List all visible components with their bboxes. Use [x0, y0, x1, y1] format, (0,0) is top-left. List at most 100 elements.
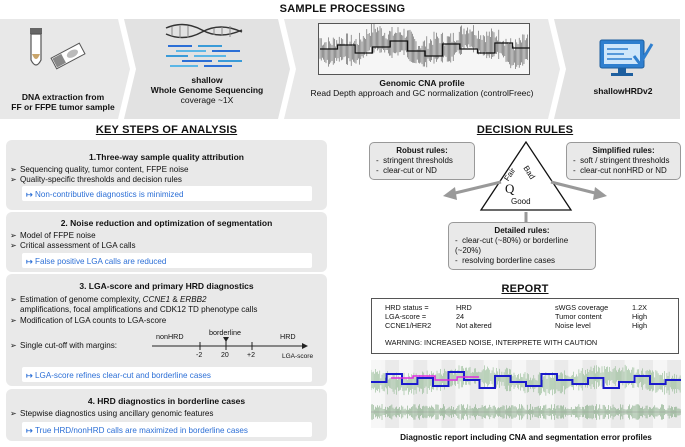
report-v1-1: 24	[456, 312, 465, 321]
stage1-line1: DNA extraction from	[21, 92, 105, 102]
step4-heading: 4. HRD diagnostics in borderline cases	[87, 396, 246, 406]
step4-result-text: True HRD/nonHRD calls are maximized in b…	[35, 426, 248, 435]
report-profile-plot	[371, 360, 681, 428]
simplified-item-1: - soft / stringent thresholds	[573, 156, 670, 165]
report-k1-2: CCNE1/HER2	[385, 321, 432, 330]
simplified-item-2: - clear-cut nonHRD or ND	[573, 166, 667, 175]
result-arrow-icon: ↦	[26, 426, 36, 435]
step3-heading: 3. LGA-score and primary HRD diagnostics	[79, 281, 254, 291]
monitor-checkmark-icon	[599, 39, 654, 76]
step1-result-strip	[22, 186, 312, 201]
step3-item-2-text: Modification of LGA counts to LGA-score	[20, 316, 167, 325]
robust-rules-title: Robust rules:	[396, 146, 448, 155]
result-arrow-icon: ↦	[26, 190, 36, 199]
step1-item-2: ➢Quality-specific thresholds and decisio…	[10, 175, 182, 185]
detailed-rules-box: Detailed rules: - clear-cut (~80%) or bo…	[448, 222, 596, 270]
stage4-label: shallowHRDv2	[593, 86, 653, 96]
step2-item-1: ➢Model of FFPE noise	[10, 231, 96, 241]
triangle-q: Q	[505, 181, 515, 196]
dna-sequencing-icon	[165, 23, 243, 67]
lga-scale: nonHRD borderline HRD -2 20 +2 LGA-score	[150, 327, 320, 365]
step1-result-text: Non-contributive diagnostics is minimize…	[35, 190, 184, 199]
step3-item-1: ➢Estimation of genome complexity, CCNE1 …	[10, 295, 207, 305]
stage3-label: Genomic CNA profile Read Depth approach …	[292, 78, 552, 98]
step2-item-2: ➢Critical assessment of LGA calls	[10, 241, 136, 251]
simplified-rules-title: Simplified rules:	[592, 146, 655, 155]
step3-item-1-text-a: Estimation of genome complexity,	[20, 295, 143, 304]
triangle-good: Good	[511, 197, 531, 206]
stage2-label: shallow Whole Genome Sequencing coverage…	[132, 75, 282, 105]
robust-item-2-text: clear-cut or ND	[383, 166, 437, 175]
step4-result-strip	[22, 422, 312, 437]
robust-rules-box: Robust rules: - stringent thresholds - c…	[369, 142, 475, 180]
step3-item-1-text-c: &	[170, 295, 181, 304]
lga-mid-label: borderline	[209, 328, 241, 337]
stage3-line1: Genomic CNA profile	[379, 78, 465, 88]
lga-tick-2: 20	[221, 352, 229, 359]
step2-heading: 2. Noise reduction and optimization of s…	[60, 218, 273, 228]
step1-result: ↦ Non-contributive diagnostics is minimi…	[26, 189, 183, 199]
step1-item-2-text: Quality-specific thresholds and decision…	[20, 175, 182, 184]
report-v1-0: HRD	[456, 303, 472, 312]
step1-heading: 1.Three-way sample quality attribution	[89, 152, 244, 162]
step3-item-1-gene-erbb2: ERBB2	[180, 295, 207, 304]
step1-item-1: ➢Sequencing quality, tumor content, FFPE…	[10, 165, 189, 175]
robust-item-1-text: stringent thresholds	[383, 156, 453, 165]
report-k2-1: Tumor content	[555, 312, 602, 321]
stage1-line2: FF or FFPE tumor sample	[11, 102, 115, 112]
report-k2-0: sWGS coverage	[555, 303, 609, 312]
lga-axis-label: LGA-score	[282, 353, 314, 360]
detailed-item-1: - clear-cut (~80%) or borderline (~20%)	[455, 236, 569, 255]
arrowhead-icon: ➢	[10, 316, 17, 325]
step2-result-strip	[22, 253, 312, 268]
stage1-label: DNA extraction from FF or FFPE tumor sam…	[4, 92, 122, 112]
arrowhead-icon: ➢	[10, 409, 17, 418]
report-v2-2: High	[632, 321, 648, 330]
result-arrow-icon: ↦	[26, 257, 36, 266]
stage2-line3: coverage ~1X	[180, 95, 234, 105]
lga-tick-1: -2	[196, 352, 203, 359]
report-box	[371, 298, 679, 354]
simplified-rules-box: Simplified rules: - soft / stringent thr…	[566, 142, 681, 180]
step1-item-1-text: Sequencing quality, tumor content, FFPE …	[20, 165, 189, 174]
step3-result: ↦ LGA-score refines clear-cut and border…	[26, 370, 211, 380]
arrowhead-icon: ➢	[10, 231, 17, 240]
report-title: REPORT	[501, 283, 549, 295]
step2-result: ↦ False positive LGA calls are reduced	[26, 256, 166, 266]
report-v2-1: High	[632, 312, 648, 321]
robust-item-2: - clear-cut or ND	[376, 166, 437, 175]
step3-item-2: ➢Modification of LGA counts to LGA-score	[10, 316, 166, 326]
step4-item-1-text: Stepwise diagnostics using ancillary gen…	[20, 409, 214, 418]
lga-scale-axis	[152, 337, 308, 350]
stage2-line2: Whole Genome Sequencing	[150, 85, 264, 95]
sample-processing-title: SAMPLE PROCESSING	[279, 3, 406, 15]
step2-item-1-text: Model of FFPE noise	[20, 231, 96, 240]
step2-item-2-text: Critical assessment of LGA calls	[20, 241, 136, 250]
step3-item-3: ➢Single cut-off with margins:	[10, 341, 117, 351]
arrowhead-icon: ➢	[10, 341, 17, 350]
tube-slide-icon	[30, 28, 86, 70]
step3-item-1-cont: amplifications, focal amplifications and…	[20, 305, 258, 314]
step4-result: ↦ True HRD/nonHRD calls are maximized in…	[26, 425, 248, 435]
detailed-item-2: - resolving borderline cases	[455, 256, 556, 265]
detailed-rules-title: Detailed rules:	[494, 226, 550, 235]
arrowhead-icon: ➢	[10, 165, 17, 174]
detailed-item-1-text: clear-cut (~80%) or borderline (~20%)	[455, 236, 569, 255]
result-arrow-icon: ↦	[26, 371, 36, 380]
decision-rules-title: DECISION RULES	[476, 124, 574, 136]
step4-item-1: ➢Stepwise diagnostics using ancillary ge…	[10, 409, 213, 419]
stage2-line1: shallow	[191, 75, 223, 85]
stage3-line2: Read Depth approach and GC normalization…	[310, 88, 534, 98]
lga-left-label: nonHRD	[156, 332, 184, 341]
step3-result-strip	[22, 367, 312, 382]
step3-result-text: LGA-score refines clear-cut and borderli…	[35, 371, 211, 380]
arrowhead-icon: ➢	[10, 295, 17, 304]
arrowhead-icon: ➢	[10, 241, 17, 250]
lga-tick-3: +2	[247, 352, 255, 359]
report-k1-0: HRD status =	[385, 303, 429, 312]
simplified-item-1-text: soft / stringent thresholds	[580, 156, 670, 165]
step3-item-1-gene-ccne1: CCNE1	[142, 295, 171, 304]
report-warning: WARNING: INCREASED NOISE, INTERPRETE WIT…	[385, 338, 598, 347]
report-k1-1: LGA-score =	[385, 312, 427, 321]
report-v2-0: 1.2X	[632, 303, 648, 312]
